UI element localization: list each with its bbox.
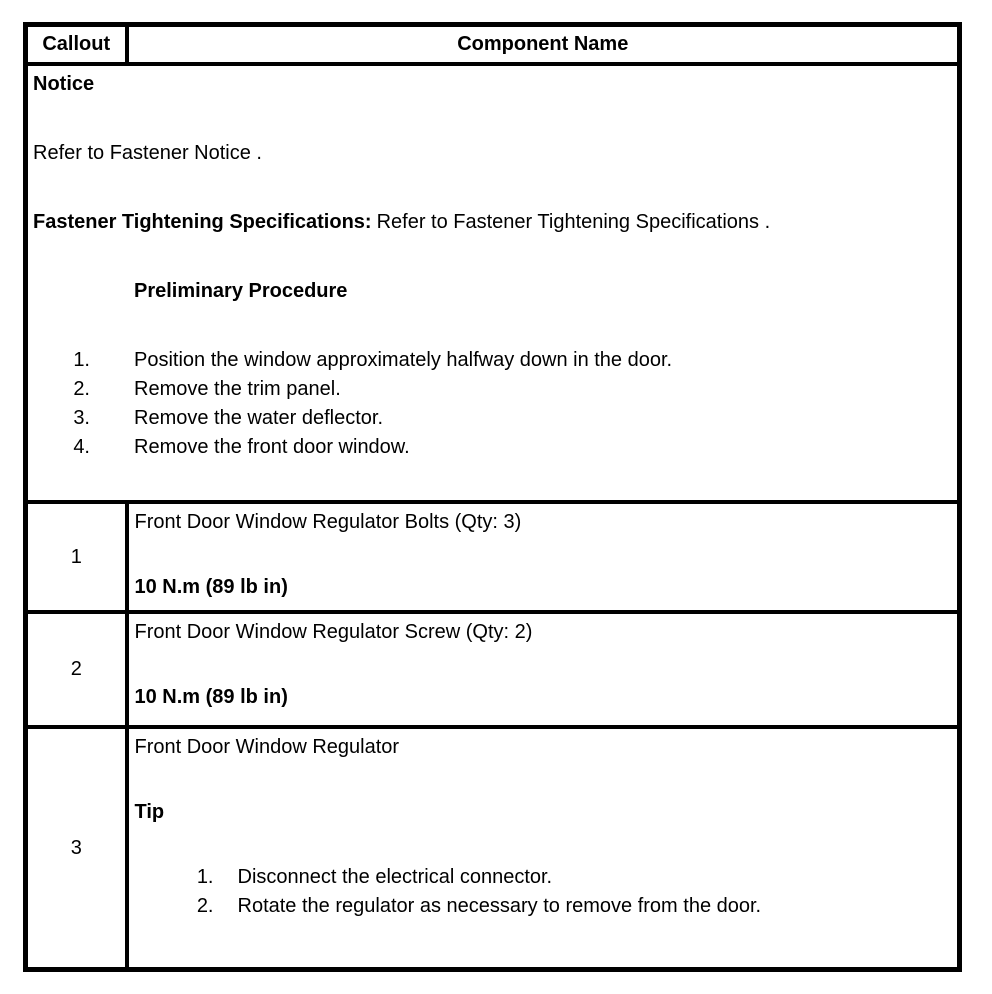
component-name-text: Front Door Window Regulator Bolts (Qty: … (134, 511, 522, 533)
component-cell: Front Door Window Regulator Screw (Qty: … (124, 610, 962, 729)
fastener-spec-line: Fastener Tightening Specifications:Refer… (33, 208, 952, 237)
list-item: 3. Remove the water deflector. (33, 404, 952, 433)
step-number: 2. (196, 895, 214, 917)
tip-label: Tip (134, 801, 165, 823)
step-number: 1. (196, 866, 214, 888)
tip-steps: 1. Disconnect the electrical connector. … (135, 863, 952, 921)
step-text: Remove the front door window. (134, 436, 410, 458)
list-item: 1. Disconnect the electrical connector. (135, 863, 952, 892)
component-cell: Front Door Window Regulator Tip 1. Disco… (124, 725, 962, 972)
table-row: 1 Front Door Window Regulator Bolts (Qty… (23, 500, 962, 614)
step-number: 3. (73, 407, 90, 429)
list-item: 2. Remove the trim panel. (33, 375, 952, 404)
step-number: 1. (73, 349, 90, 371)
callout-component-table: Callout Component Name Notice Refer to F… (23, 22, 962, 972)
notice-cell: Notice Refer to Fastener Notice . Fasten… (23, 62, 962, 504)
preliminary-procedure-title: Preliminary Procedure (134, 280, 348, 302)
step-text: Remove the water deflector. (134, 407, 384, 429)
step-number: 2. (73, 378, 90, 400)
component-name-text: Front Door Window Regulator Screw (Qty: … (134, 621, 533, 643)
torque-spec-text: 10 N.m (89 lb in) (134, 686, 288, 708)
preliminary-procedure-steps: 1. Position the window approximately hal… (33, 346, 952, 462)
table-row: 2 Front Door Window Regulator Screw (Qty… (23, 610, 962, 729)
component-name-text: Front Door Window Regulator (134, 736, 400, 758)
table-row: 3 Front Door Window Regulator Tip 1. Dis… (23, 725, 962, 972)
fastener-notice-text: Refer to Fastener Notice . (33, 142, 262, 164)
step-text: Position the window approximately halfwa… (134, 349, 673, 371)
fastener-spec-text: Refer to Fastener Tightening Specificati… (376, 211, 771, 233)
notice-row: Notice Refer to Fastener Notice . Fasten… (23, 62, 962, 504)
header-callout: Callout (23, 22, 129, 66)
fastener-spec-label: Fastener Tightening Specifications: (33, 211, 372, 233)
list-item: 4. Remove the front door window. (33, 433, 952, 462)
step-number: 4. (73, 436, 90, 458)
callout-number: 3 (23, 725, 129, 972)
torque-spec-text: 10 N.m (89 lb in) (134, 576, 288, 598)
list-item: 2. Rotate the regulator as necessary to … (135, 892, 952, 921)
header-component-name: Component Name (124, 22, 962, 66)
notice-title: Notice (33, 73, 95, 95)
table-header-row: Callout Component Name (23, 22, 962, 66)
step-text: Remove the trim panel. (134, 378, 341, 400)
step-text: Rotate the regulator as necessary to rem… (237, 895, 762, 917)
list-item: 1. Position the window approximately hal… (33, 346, 952, 375)
step-text: Disconnect the electrical connector. (237, 866, 553, 888)
callout-number: 2 (23, 610, 129, 729)
component-cell: Front Door Window Regulator Bolts (Qty: … (124, 500, 962, 614)
callout-number: 1 (23, 500, 129, 614)
